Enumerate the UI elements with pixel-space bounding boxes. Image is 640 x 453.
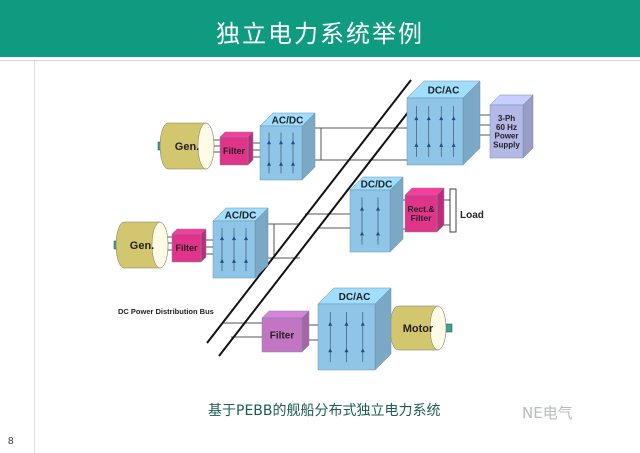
generator-2: Gen. [113, 221, 169, 269]
acdc-converter-2-label: AC/DC [225, 211, 257, 222]
motor: Motor [389, 305, 453, 351]
divider [0, 60, 640, 61]
generator-1: Gen. [157, 122, 215, 170]
acdc-converter-1: AC/DC [259, 112, 316, 181]
load-bar [449, 188, 457, 233]
rect-filter-label: Rect.& [408, 204, 435, 214]
dcdc-converter: DC/DC [349, 176, 404, 253]
dcac-converter-top: DC/AC [406, 80, 481, 166]
bus-line-negative [218, 110, 410, 357]
bus-line-positive [206, 79, 412, 344]
power-supply-label: 60 Hz [496, 123, 517, 132]
acdc-converter-1-label: AC/DC [272, 116, 304, 127]
rect-filter-label: Filter [411, 213, 432, 223]
watermark: NE电气 [522, 404, 573, 422]
svg-text:Gen.: Gen. [130, 240, 154, 252]
slide-title: 独立电力系统举例 [216, 20, 424, 48]
dc-bus [206, 79, 412, 357]
power-supply-label: 3-Ph [498, 114, 515, 123]
acdc-converter-2: AC/DC [212, 207, 269, 279]
rect-filter: Rect.&Filter [404, 187, 445, 233]
filter-2: Filter [171, 228, 207, 263]
svg-text:Gen.: Gen. [175, 141, 199, 153]
dcdc-converter-label: DC/DC [361, 180, 393, 191]
power-supply-label: Power [494, 132, 518, 141]
filter-1: Filter [219, 131, 254, 166]
page-number: 8 [8, 436, 14, 447]
filter-1-label: Filter [223, 146, 246, 156]
filter-3-label: Filter [270, 331, 295, 342]
bus-label: DC Power Distribution Bus [118, 307, 214, 316]
svg-text:Motor: Motor [403, 323, 434, 335]
dcac-converter-motor-label: DC/AC [339, 292, 371, 303]
filter-2-label: Filter [175, 243, 198, 253]
margin-line [34, 61, 35, 453]
title-bar [0, 0, 640, 57]
load-label: Load [460, 210, 484, 221]
filter-3: Filter [261, 310, 310, 353]
dcac-converter-top-label: DC/AC [428, 86, 460, 97]
dcac-converter-motor: DC/AC [317, 287, 392, 371]
figure-caption: 基于PEBB的舰船分布式独立电力系统 [208, 403, 441, 419]
power-supply-label: Supply [493, 141, 520, 150]
